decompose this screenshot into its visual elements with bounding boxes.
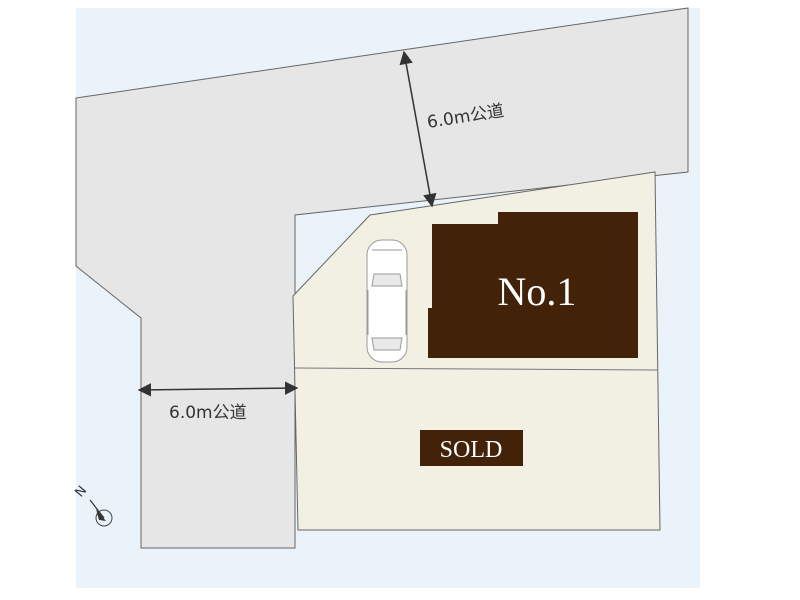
north-arrow-icon [89,499,113,527]
road-north [75,7,689,549]
lot-2-label: SOLD [440,437,503,463]
lot-divider [294,367,659,371]
road-north-dimension [399,50,437,208]
sold-badge [420,430,523,466]
car-icon [366,239,408,363]
lot-1-building [428,212,638,358]
road-west-label: 6.0m公道 [169,403,247,423]
lot-1-label: No.1 [498,269,577,314]
road-west-dimension [137,381,299,397]
